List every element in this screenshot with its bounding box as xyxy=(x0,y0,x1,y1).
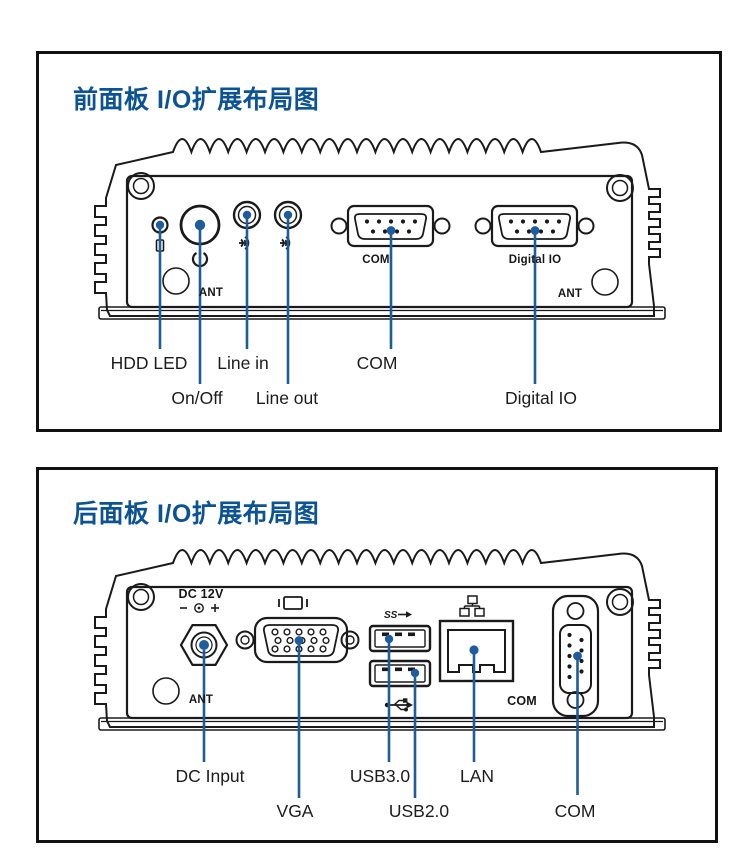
chassis-bottom-lip xyxy=(98,717,666,731)
rear-com-marking: COM xyxy=(507,694,537,708)
screw-icon xyxy=(127,583,634,616)
rear-panel-section: 后面板 I/O扩展布局图 xyxy=(36,467,718,843)
callout-usb2: USB2.0 xyxy=(388,801,450,821)
front-ant-right-marking: ANT xyxy=(557,288,583,300)
ant-hole-right xyxy=(591,268,619,296)
digital-io-marking: Digital IO xyxy=(508,254,562,266)
screw-icon xyxy=(127,172,634,202)
com-pins xyxy=(364,219,418,234)
callout-usb3: USB3.0 xyxy=(349,766,411,786)
front-panel-section: 前面板 I/O扩展布局图 xyxy=(36,51,722,432)
chassis-outline xyxy=(94,138,661,317)
usb2-contacts xyxy=(382,667,415,672)
front-com-marking: COM xyxy=(362,254,390,266)
callout-rear-com: COM xyxy=(554,801,596,821)
front-panel-title: 前面板 I/O扩展布局图 xyxy=(73,86,320,114)
front-ant-left-marking: ANT xyxy=(198,287,224,299)
faceplate xyxy=(125,585,634,720)
chassis-bottom-lip xyxy=(98,306,666,320)
callout-lan: LAN xyxy=(459,766,495,786)
front-chassis-art xyxy=(94,138,666,384)
rear-callout-dots xyxy=(199,634,582,678)
rear-com-pins xyxy=(567,632,584,680)
svg-text:SS: SS xyxy=(384,610,398,621)
front-callout-dots xyxy=(155,210,540,235)
front-panel-drawing: 前面板 I/O扩展布局图 xyxy=(33,58,723,436)
usb3-port: SS xyxy=(368,610,432,653)
rear-panel-drawing: 后面板 I/O扩展布局图 xyxy=(33,469,723,847)
callout-line-out: Line out xyxy=(255,388,319,408)
monitor-icon xyxy=(278,596,308,610)
front-callout-lines xyxy=(158,219,537,384)
rear-chassis-art: SS xyxy=(94,549,666,798)
vga-port xyxy=(235,596,360,664)
ant-hole-left xyxy=(162,267,190,295)
digital-io-pins xyxy=(508,219,562,234)
callout-line-in: Line in xyxy=(217,353,269,373)
callout-hdd-led: HDD LED xyxy=(110,353,188,373)
callout-vga: VGA xyxy=(276,801,314,821)
callout-front-com: COM xyxy=(356,353,398,373)
usb3-contacts xyxy=(382,632,415,637)
chassis-outline xyxy=(94,549,661,728)
rear-com-port xyxy=(551,594,600,718)
usb3-ss-icon: SS xyxy=(384,610,412,621)
dc-polarity-icon xyxy=(180,603,219,613)
rear-callout-lines xyxy=(202,643,579,798)
callout-dc-input: DC Input xyxy=(175,766,245,786)
dc-rating-marking: DC 12V xyxy=(178,587,224,601)
lan-icon xyxy=(459,595,485,617)
callout-digital-io: Digital IO xyxy=(505,388,577,408)
usb2-port xyxy=(368,659,432,712)
lan-port xyxy=(438,595,515,683)
vga-holes xyxy=(271,628,330,653)
ant-hole xyxy=(152,677,180,705)
front-com-port xyxy=(330,204,451,248)
dc-jack xyxy=(179,603,229,666)
callout-on-off: On/Off xyxy=(171,388,223,408)
rear-ant-marking: ANT xyxy=(188,694,214,706)
rear-panel-title: 后面板 I/O扩展布局图 xyxy=(73,500,320,528)
faceplate xyxy=(125,174,634,309)
